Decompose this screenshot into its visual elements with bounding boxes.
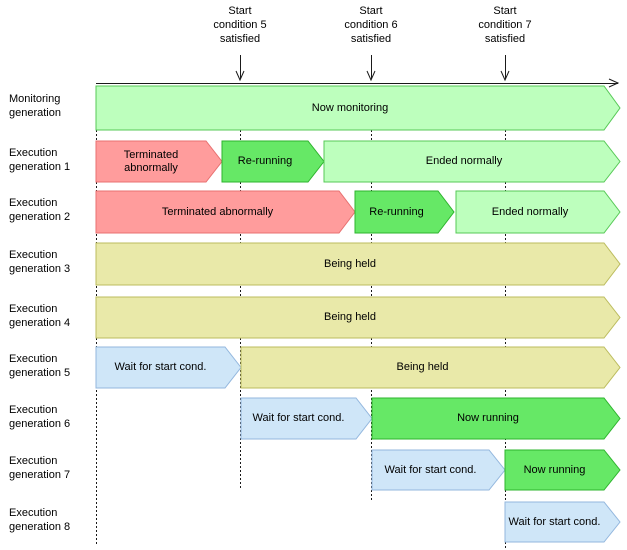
- bar-segment: [240, 346, 621, 389]
- bar-segment: [371, 397, 621, 440]
- bar-segment: [95, 242, 621, 286]
- start-condition-arrowhead: [235, 70, 245, 82]
- bar-segment: [504, 449, 621, 491]
- bar-segment: [221, 140, 325, 183]
- start-condition-arrowhead: [366, 70, 376, 82]
- bar-segment: [95, 190, 356, 234]
- bar-segment: [95, 85, 621, 131]
- bar-segment: [95, 140, 223, 183]
- bar-segment: [354, 190, 455, 234]
- bar-segment: [240, 397, 373, 440]
- start-condition-arrowhead: [500, 70, 510, 82]
- bar-segment: [95, 296, 621, 339]
- timeline-axis-arrow: [608, 78, 620, 88]
- bar-segment: [455, 190, 621, 234]
- bar-segment: [371, 449, 506, 491]
- bar-segment: [95, 346, 242, 389]
- bar-segment: [504, 501, 621, 543]
- bar-segment: [323, 140, 621, 183]
